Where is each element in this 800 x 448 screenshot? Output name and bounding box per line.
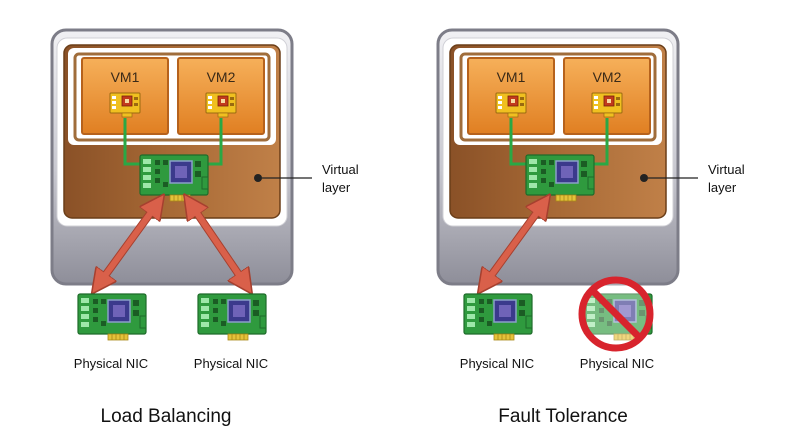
link-line <box>123 118 142 166</box>
vm2-label: VM2 <box>593 69 622 85</box>
virtual-layer-label: Virtual <box>708 162 745 177</box>
physical-nic-label: Physical NIC <box>74 356 148 371</box>
panel-caption: Load Balancing <box>101 406 232 427</box>
vm1-label: VM1 <box>111 69 140 85</box>
network-card-icon <box>139 154 209 202</box>
physical-nic-label: Physical NIC <box>580 356 654 371</box>
chip-icon <box>591 92 623 118</box>
link-line <box>509 118 528 166</box>
physical-nic-label: Physical NIC <box>460 356 534 371</box>
chip-icon <box>205 92 237 118</box>
link-line <box>208 118 223 166</box>
chip-icon <box>495 92 527 118</box>
link-line <box>594 118 609 166</box>
network-card-icon <box>197 293 267 341</box>
panel-load-balancing: VM1 VM2 Virtual layer Physical NIC Physi… <box>50 28 359 427</box>
physical-nic-label: Physical NIC <box>194 356 268 371</box>
vm2-label: VM2 <box>207 69 236 85</box>
virtual-layer-label: Virtual <box>322 162 359 177</box>
panel-fault-tolerance: VM1 VM2 Virtual layer Physical NIC Physi… <box>436 28 745 427</box>
panel-caption: Fault Tolerance <box>498 406 628 427</box>
network-card-icon <box>463 293 533 341</box>
pointer-dot <box>254 174 262 182</box>
virtual-layer-label: layer <box>322 180 351 195</box>
vm1-label: VM1 <box>497 69 526 85</box>
network-card-icon <box>525 154 595 202</box>
virtual-layer-label: layer <box>708 180 737 195</box>
pointer-dot <box>640 174 648 182</box>
prohibited-icon <box>578 276 654 352</box>
network-card-icon <box>77 293 147 341</box>
chip-icon <box>109 92 141 118</box>
